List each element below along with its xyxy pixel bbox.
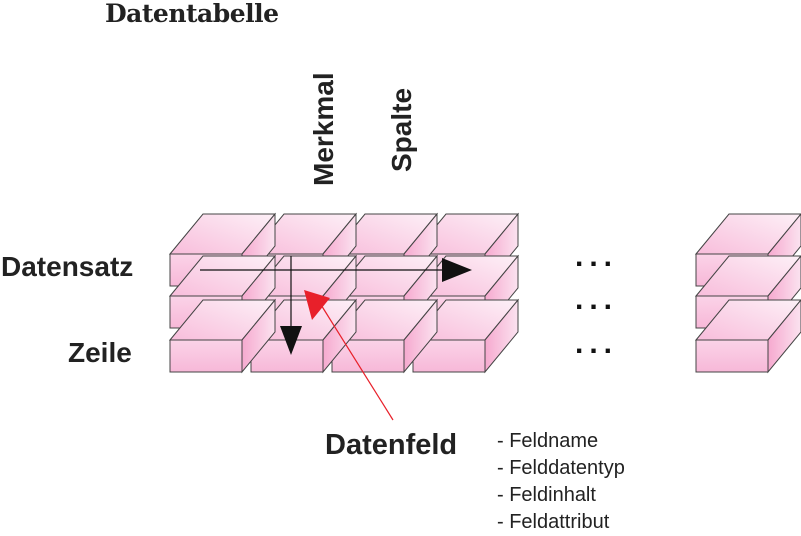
continuation-ellipsis: ... — [575, 327, 618, 360]
record-arrow-head — [442, 258, 472, 282]
block-front-face — [169, 339, 243, 373]
field-attribute-item: - Feldname — [497, 430, 599, 452]
diagram-title: Datentabelle — [105, 0, 279, 28]
table-cell-block — [249, 298, 358, 374]
block-front-face — [695, 339, 769, 373]
field-pointer-head — [304, 290, 330, 320]
field-pointer-line — [317, 299, 394, 421]
field-label-datenfeld: Datenfeld — [325, 429, 458, 461]
row-label-zeile: Zeile — [68, 337, 132, 368]
continuation-ellipsis: ... — [575, 283, 618, 316]
field-attribute-list: - Feldname - Felddatentyp - Feldinhalt -… — [497, 428, 625, 536]
column-label-spalte: Spalte — [386, 87, 417, 172]
field-attribute-item: - Feldinhalt — [497, 484, 596, 506]
field-attribute-item: - Feldattribut — [497, 511, 610, 533]
column-arrow-head — [280, 326, 302, 355]
table-cell-block — [168, 298, 277, 374]
continuation-ellipsis: ... — [575, 240, 618, 273]
field-attribute-item: - Felddatentyp — [497, 457, 625, 479]
column-label-merkmal: Merkmal — [308, 72, 339, 186]
row-label-datensatz: Datensatz — [1, 251, 134, 282]
table-cell-block — [330, 298, 439, 374]
trailing-column-block — [694, 299, 801, 374]
